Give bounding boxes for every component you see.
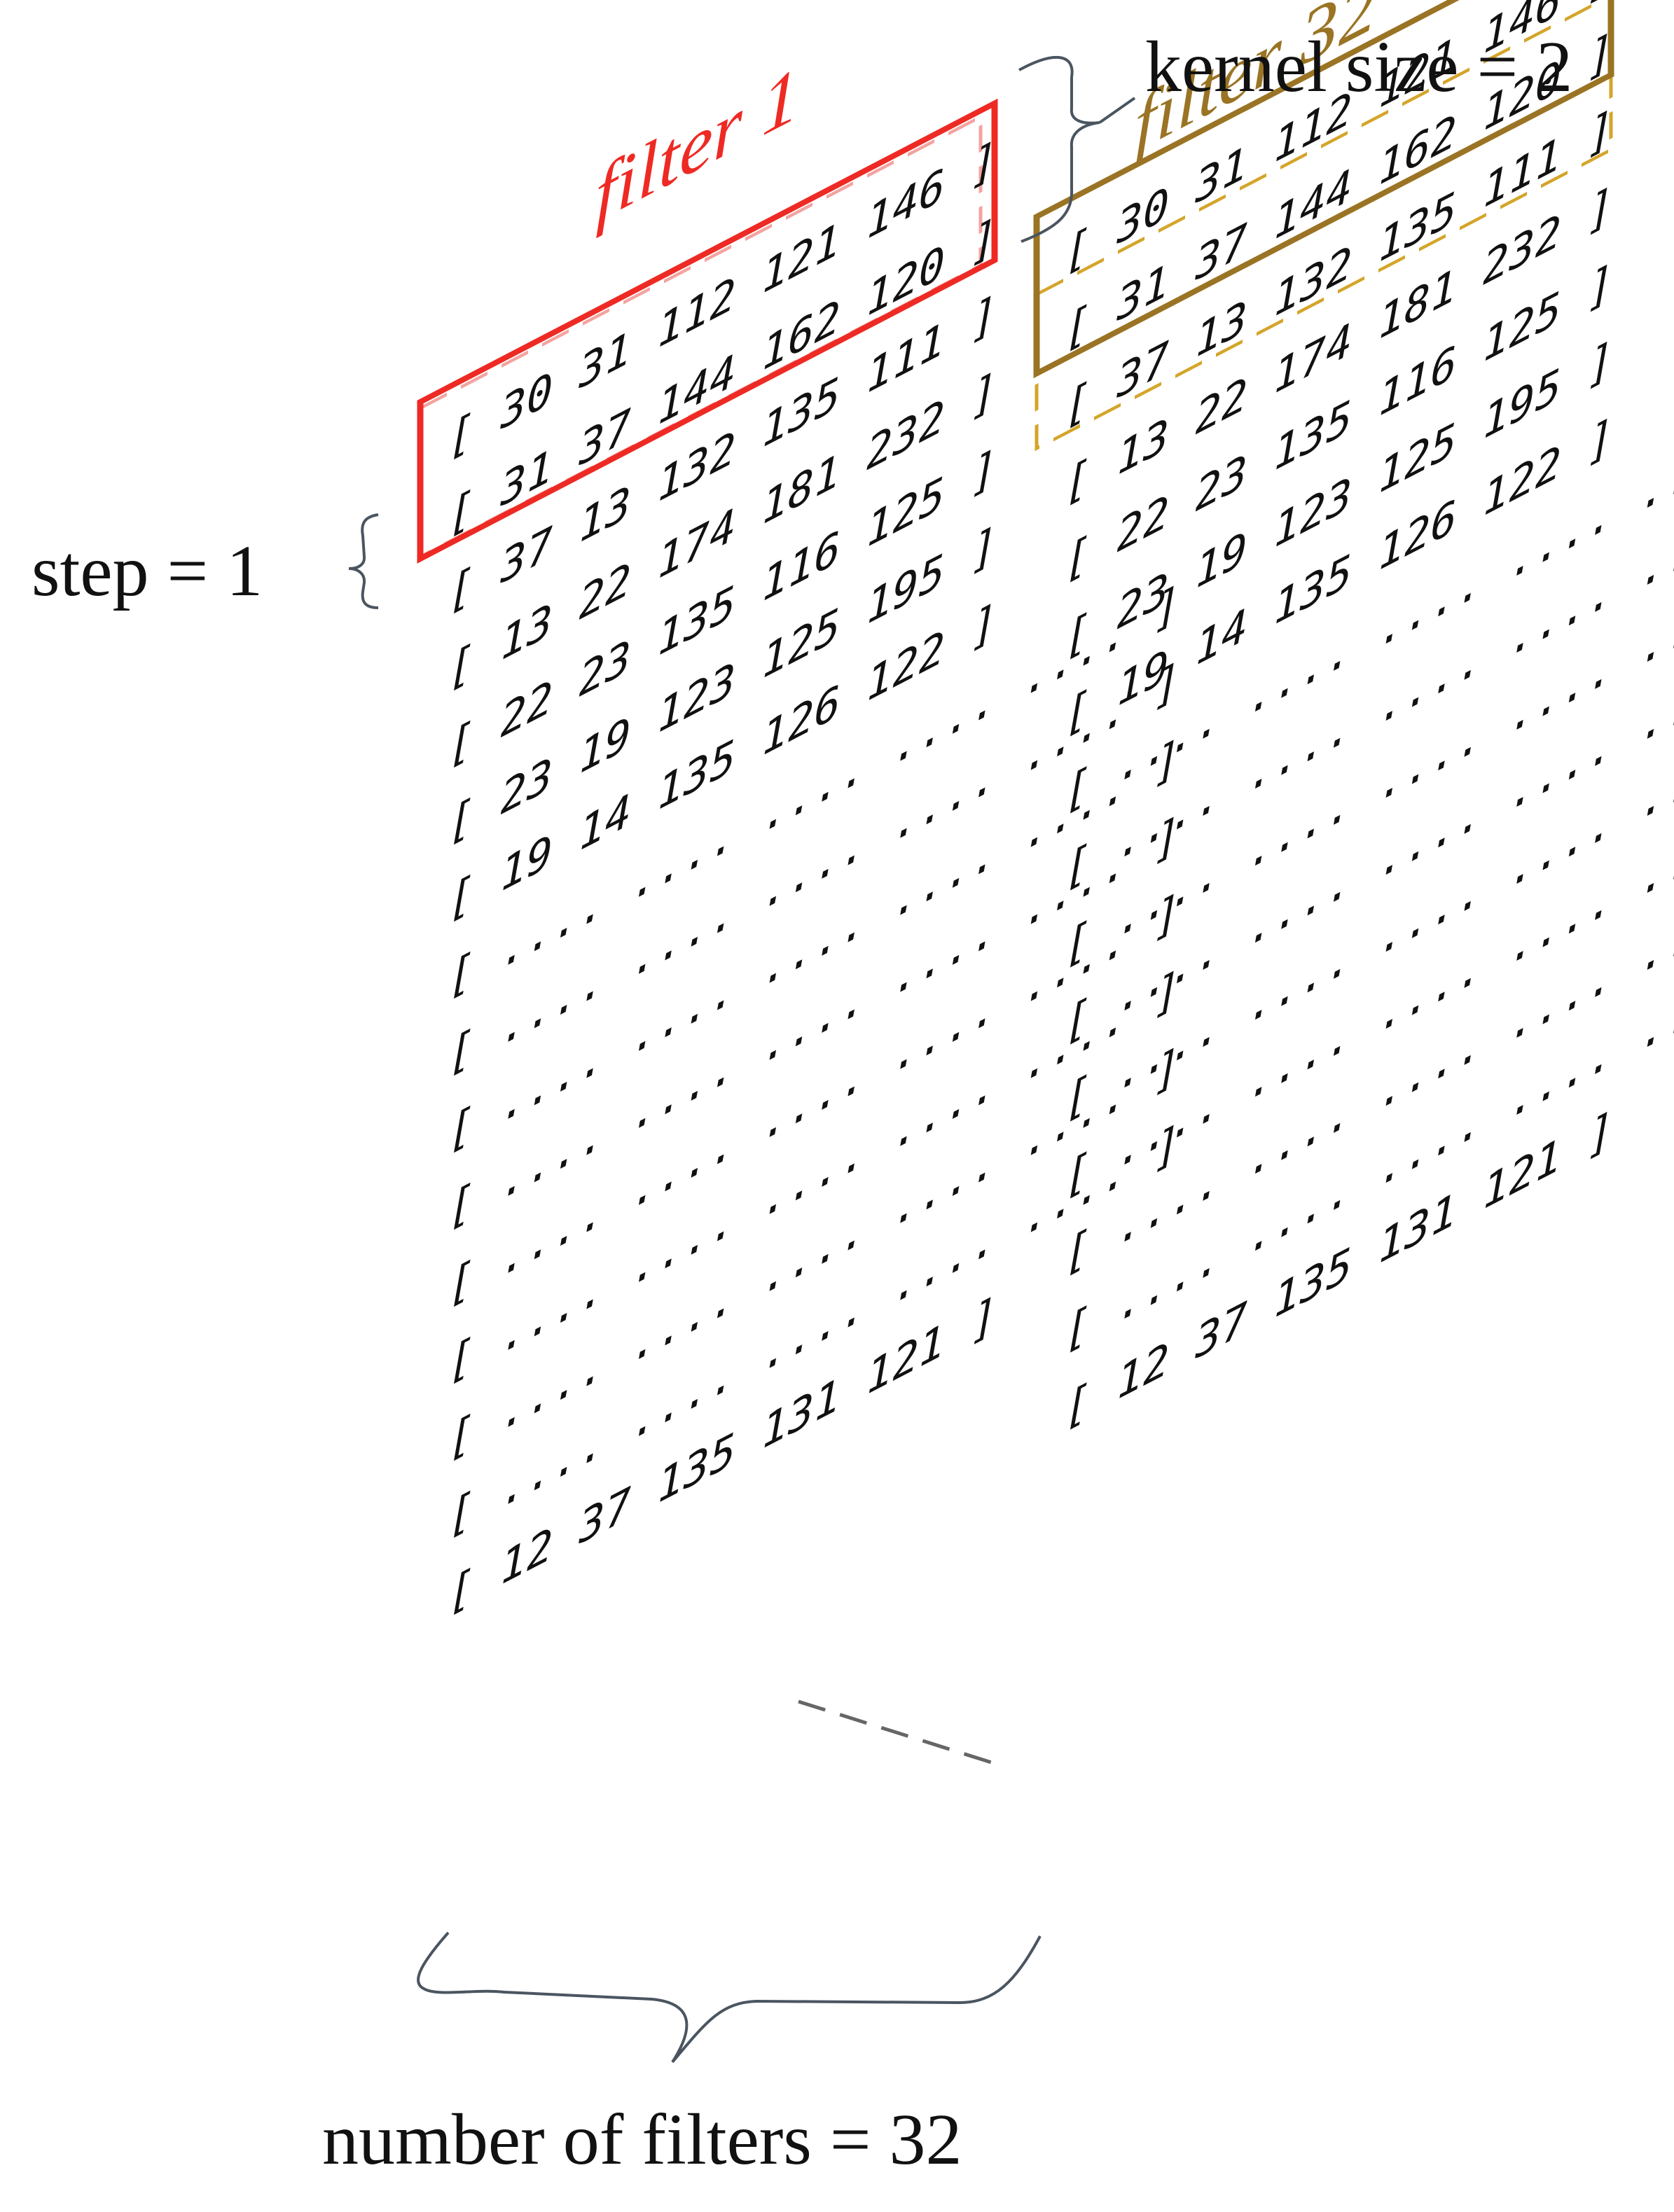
filter-32-kernel-box xyxy=(1033,0,1614,379)
kernel-size-brace xyxy=(1018,56,1100,243)
number-of-filters-brace xyxy=(417,1931,1042,2064)
step-label: step = 1 xyxy=(32,531,263,611)
filter-32-rows: [ 30 31 112 121 146 ][ 31 37 144 162 120… xyxy=(1065,0,1674,1438)
number-of-filters-label: number of filters = 32 xyxy=(322,2099,962,2180)
stack-connector xyxy=(798,1699,999,1767)
step-brace xyxy=(348,513,379,609)
filter-1-kernel-box xyxy=(417,98,998,564)
kernel-size-label: kernel size = 2 xyxy=(1145,27,1572,107)
filter-1-title: filter 1 xyxy=(595,49,799,239)
kernel-size-leader xyxy=(1098,97,1136,124)
